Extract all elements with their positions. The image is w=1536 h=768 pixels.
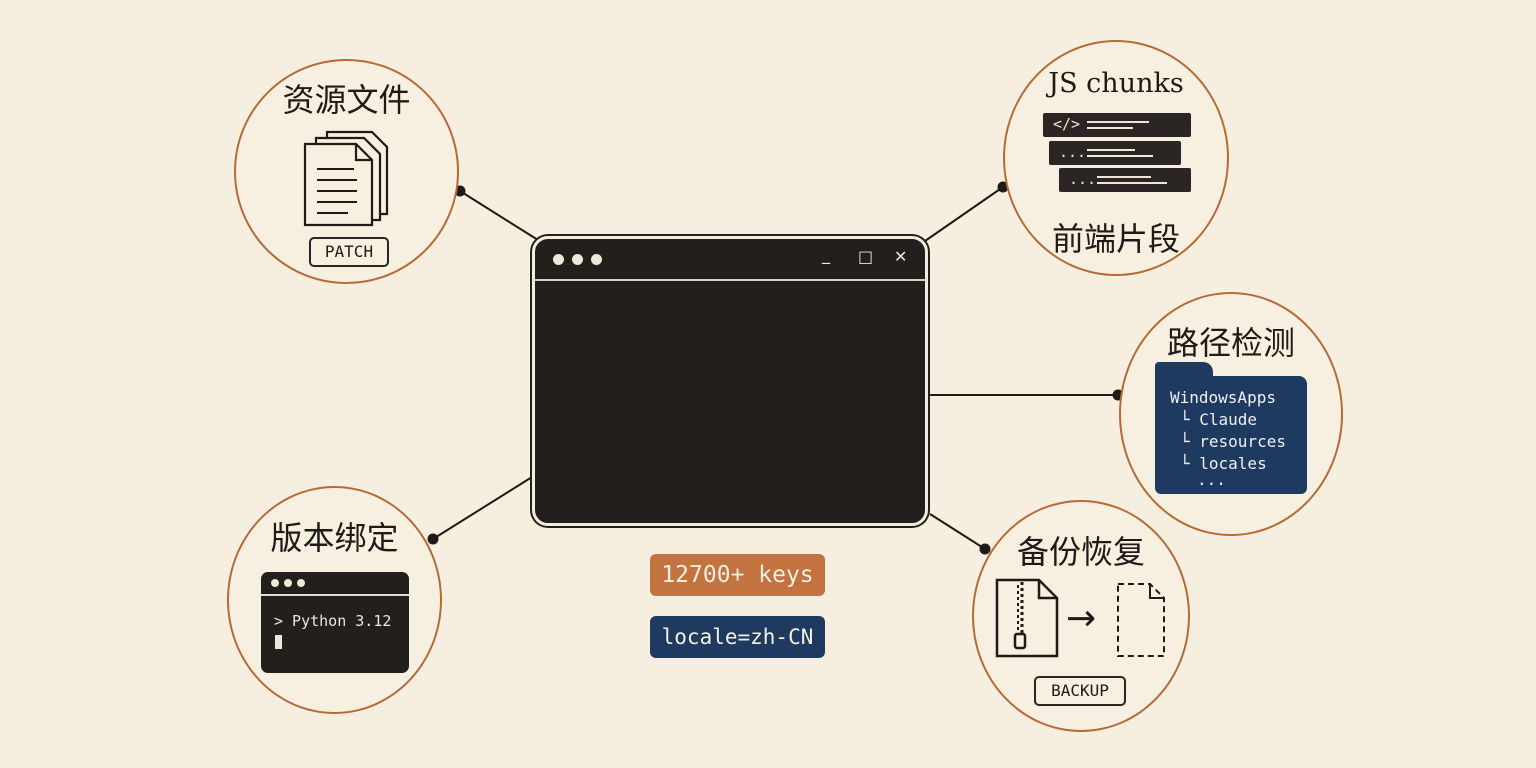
tree-item-resources: └ resources xyxy=(1180,432,1286,451)
node-backup-title: 备份恢复 xyxy=(1016,533,1145,571)
node-resources: 资源文件 PATCH xyxy=(234,59,459,284)
documents-icon xyxy=(303,130,389,227)
keys-count-badge: 12700+ keys xyxy=(650,554,825,596)
tree-root: WindowsApps xyxy=(1170,388,1276,407)
folder-icon: WindowsApps └ Claude └ resources └ local… xyxy=(1155,362,1307,494)
node-js-chunks-title: JS chunks xyxy=(1048,68,1184,99)
window-dot-3 xyxy=(591,254,602,265)
backup-arrow: → xyxy=(1066,598,1097,639)
code-chunk-2-label: ... xyxy=(1059,143,1087,161)
window-dot-1 xyxy=(553,254,564,265)
node-js-chunks: JS chunks </> ... ... 前端片段 xyxy=(1003,40,1229,276)
tree-ellipsis: ... xyxy=(1197,470,1226,489)
node-resources-title: 资源文件 xyxy=(282,81,411,119)
connector-js-chunks xyxy=(924,186,1004,242)
connector-version-bind xyxy=(432,476,533,540)
minimize-icon[interactable]: _ xyxy=(822,245,830,264)
code-chunk-1: </> xyxy=(1043,113,1191,137)
restored-file-icon xyxy=(1117,583,1165,657)
terminal-line: > Python 3.12 xyxy=(274,612,392,630)
terminal-icon: > Python 3.12 xyxy=(261,572,409,673)
close-icon[interactable]: ✕ xyxy=(894,247,908,266)
window-dot-2 xyxy=(572,254,583,265)
connector-backup xyxy=(929,513,986,550)
maximize-icon[interactable]: □ xyxy=(858,247,874,266)
terminal-cursor xyxy=(275,635,282,649)
connector-resources xyxy=(459,190,539,241)
patch-tag: PATCH xyxy=(309,237,389,267)
tree-item-claude: └ Claude xyxy=(1180,410,1258,429)
backup-tag: BACKUP xyxy=(1034,676,1126,706)
code-chunk-3: ... xyxy=(1059,168,1191,192)
node-js-chunks-subtitle: 前端片段 xyxy=(1051,220,1180,258)
code-chunk-2: ... xyxy=(1049,141,1181,165)
node-path-detect-title: 路径检测 xyxy=(1166,324,1295,362)
connector-dot-version-bind xyxy=(427,533,439,545)
code-chunk-1-label: </> xyxy=(1053,115,1081,133)
locale-badge: locale=zh-CN xyxy=(650,616,825,658)
connector-dot-backup xyxy=(979,543,991,555)
zip-file-icon xyxy=(995,578,1059,658)
code-chunk-3-label: ... xyxy=(1069,170,1097,188)
window-title-bar: _ □ ✕ xyxy=(535,239,925,281)
app-window: _ □ ✕ xyxy=(532,236,928,526)
tree-item-locales: └ locales xyxy=(1180,454,1267,473)
node-version-bind-title: 版本绑定 xyxy=(270,519,399,557)
